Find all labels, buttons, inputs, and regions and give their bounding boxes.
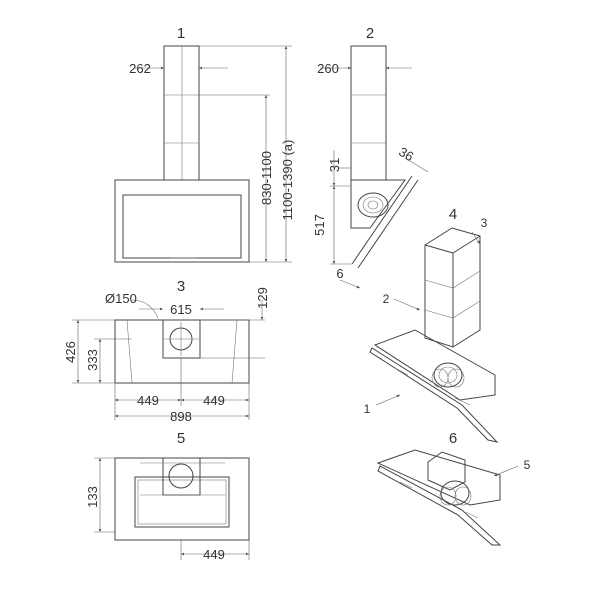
hood-side-body [350,179,406,229]
dim-615: 615 [170,302,192,317]
dim-31: 31 [327,158,342,172]
view-number-5: 5 [177,430,185,447]
view-2: 2 260 31 517 36 6 [312,25,429,289]
view-4: 4 3 2 1 [364,206,499,443]
filter-panel [134,476,230,528]
recirculation-box [427,451,466,491]
dim-333: 333 [85,349,100,371]
callout-2: 2 [383,292,390,306]
callout-5: 5 [524,458,531,472]
motor-isometric [433,362,463,388]
hood-isometric-recirc [376,449,501,506]
dim-449-left: 449 [137,393,159,408]
motor [357,192,389,218]
dim-898: 898 [170,409,192,424]
dim-517: 517 [312,214,327,236]
view-number-1: 1 [177,25,185,42]
view-number-4: 4 [449,206,457,223]
chimney-isometric [424,227,481,348]
duct-outlet-bottom [168,463,194,489]
dim-diameter: Ø150 [105,291,137,306]
chimney [163,45,200,181]
view-3: 3 Ø150 615 129 426 333 449 [63,278,270,424]
view-1: 1 262 830-1100 1100-1390 (a) [114,25,295,263]
callout-1: 1 [364,402,371,416]
hood-top-outline [114,319,250,384]
dim-262: 262 [129,61,151,76]
view-number-3: 3 [177,278,185,295]
dim-449-bottom: 449 [203,547,225,562]
glass-front [351,175,413,265]
dim-6: 6 [336,266,343,281]
view-number-6: 6 [449,430,457,447]
dim-129: 129 [255,287,270,309]
chimney-footprint [162,319,201,359]
dim-830-1100: 830-1100 [259,151,274,205]
motor-recirc [440,480,470,506]
glass-panel-recirc [377,465,502,546]
dim-1100-1390: 1100-1390 (a) [280,140,295,221]
glass-panel [122,194,242,259]
dim-260: 260 [317,61,339,76]
dim-36: 36 [396,144,416,164]
view-number-2: 2 [366,25,374,42]
hood-isometric [373,329,496,401]
chimney-side [350,45,387,181]
hood-body [114,179,250,263]
dim-426: 426 [63,341,78,363]
glass-panel-isometric [369,347,499,443]
dim-133: 133 [85,486,100,508]
view-5: 5 133 449 [85,430,250,562]
dim-449-right: 449 [203,393,225,408]
callout-3: 3 [481,216,488,230]
view-6: 6 5 [376,430,531,546]
